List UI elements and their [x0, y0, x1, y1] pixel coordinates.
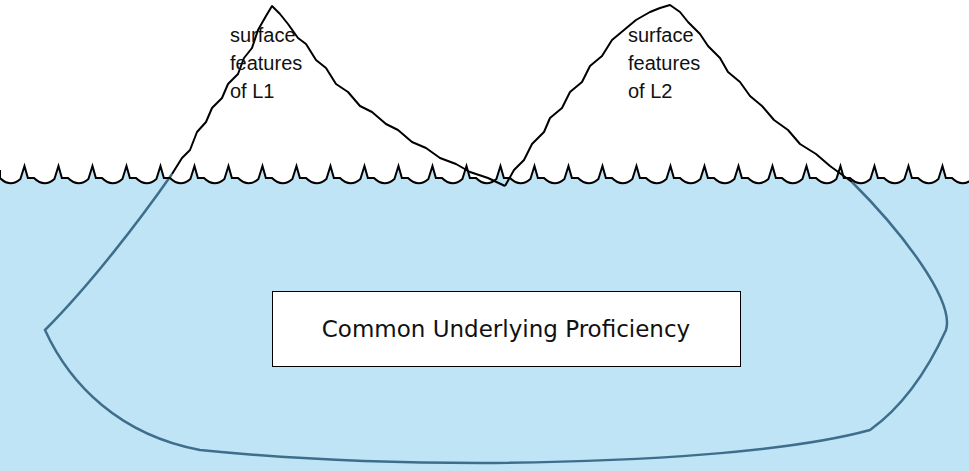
peak-label: surface features of L2 — [628, 21, 720, 105]
peak-line — [505, 5, 852, 186]
peak-outline — [160, 0, 512, 192]
node-label: Common Underlying Proficiency — [322, 316, 690, 342]
peak-label: surface features of L1 — [230, 21, 322, 105]
iceberg-peak: surface features of L2 — [498, 0, 860, 192]
iceberg-underwater-outline — [45, 174, 947, 463]
proficiency-box: Common Underlying Proficiency — [272, 291, 741, 367]
peak-line — [172, 6, 505, 186]
sea-water — [0, 166, 969, 471]
iceberg-peak: surface features of L1 — [160, 0, 512, 192]
water-surface-line — [0, 166, 969, 183]
